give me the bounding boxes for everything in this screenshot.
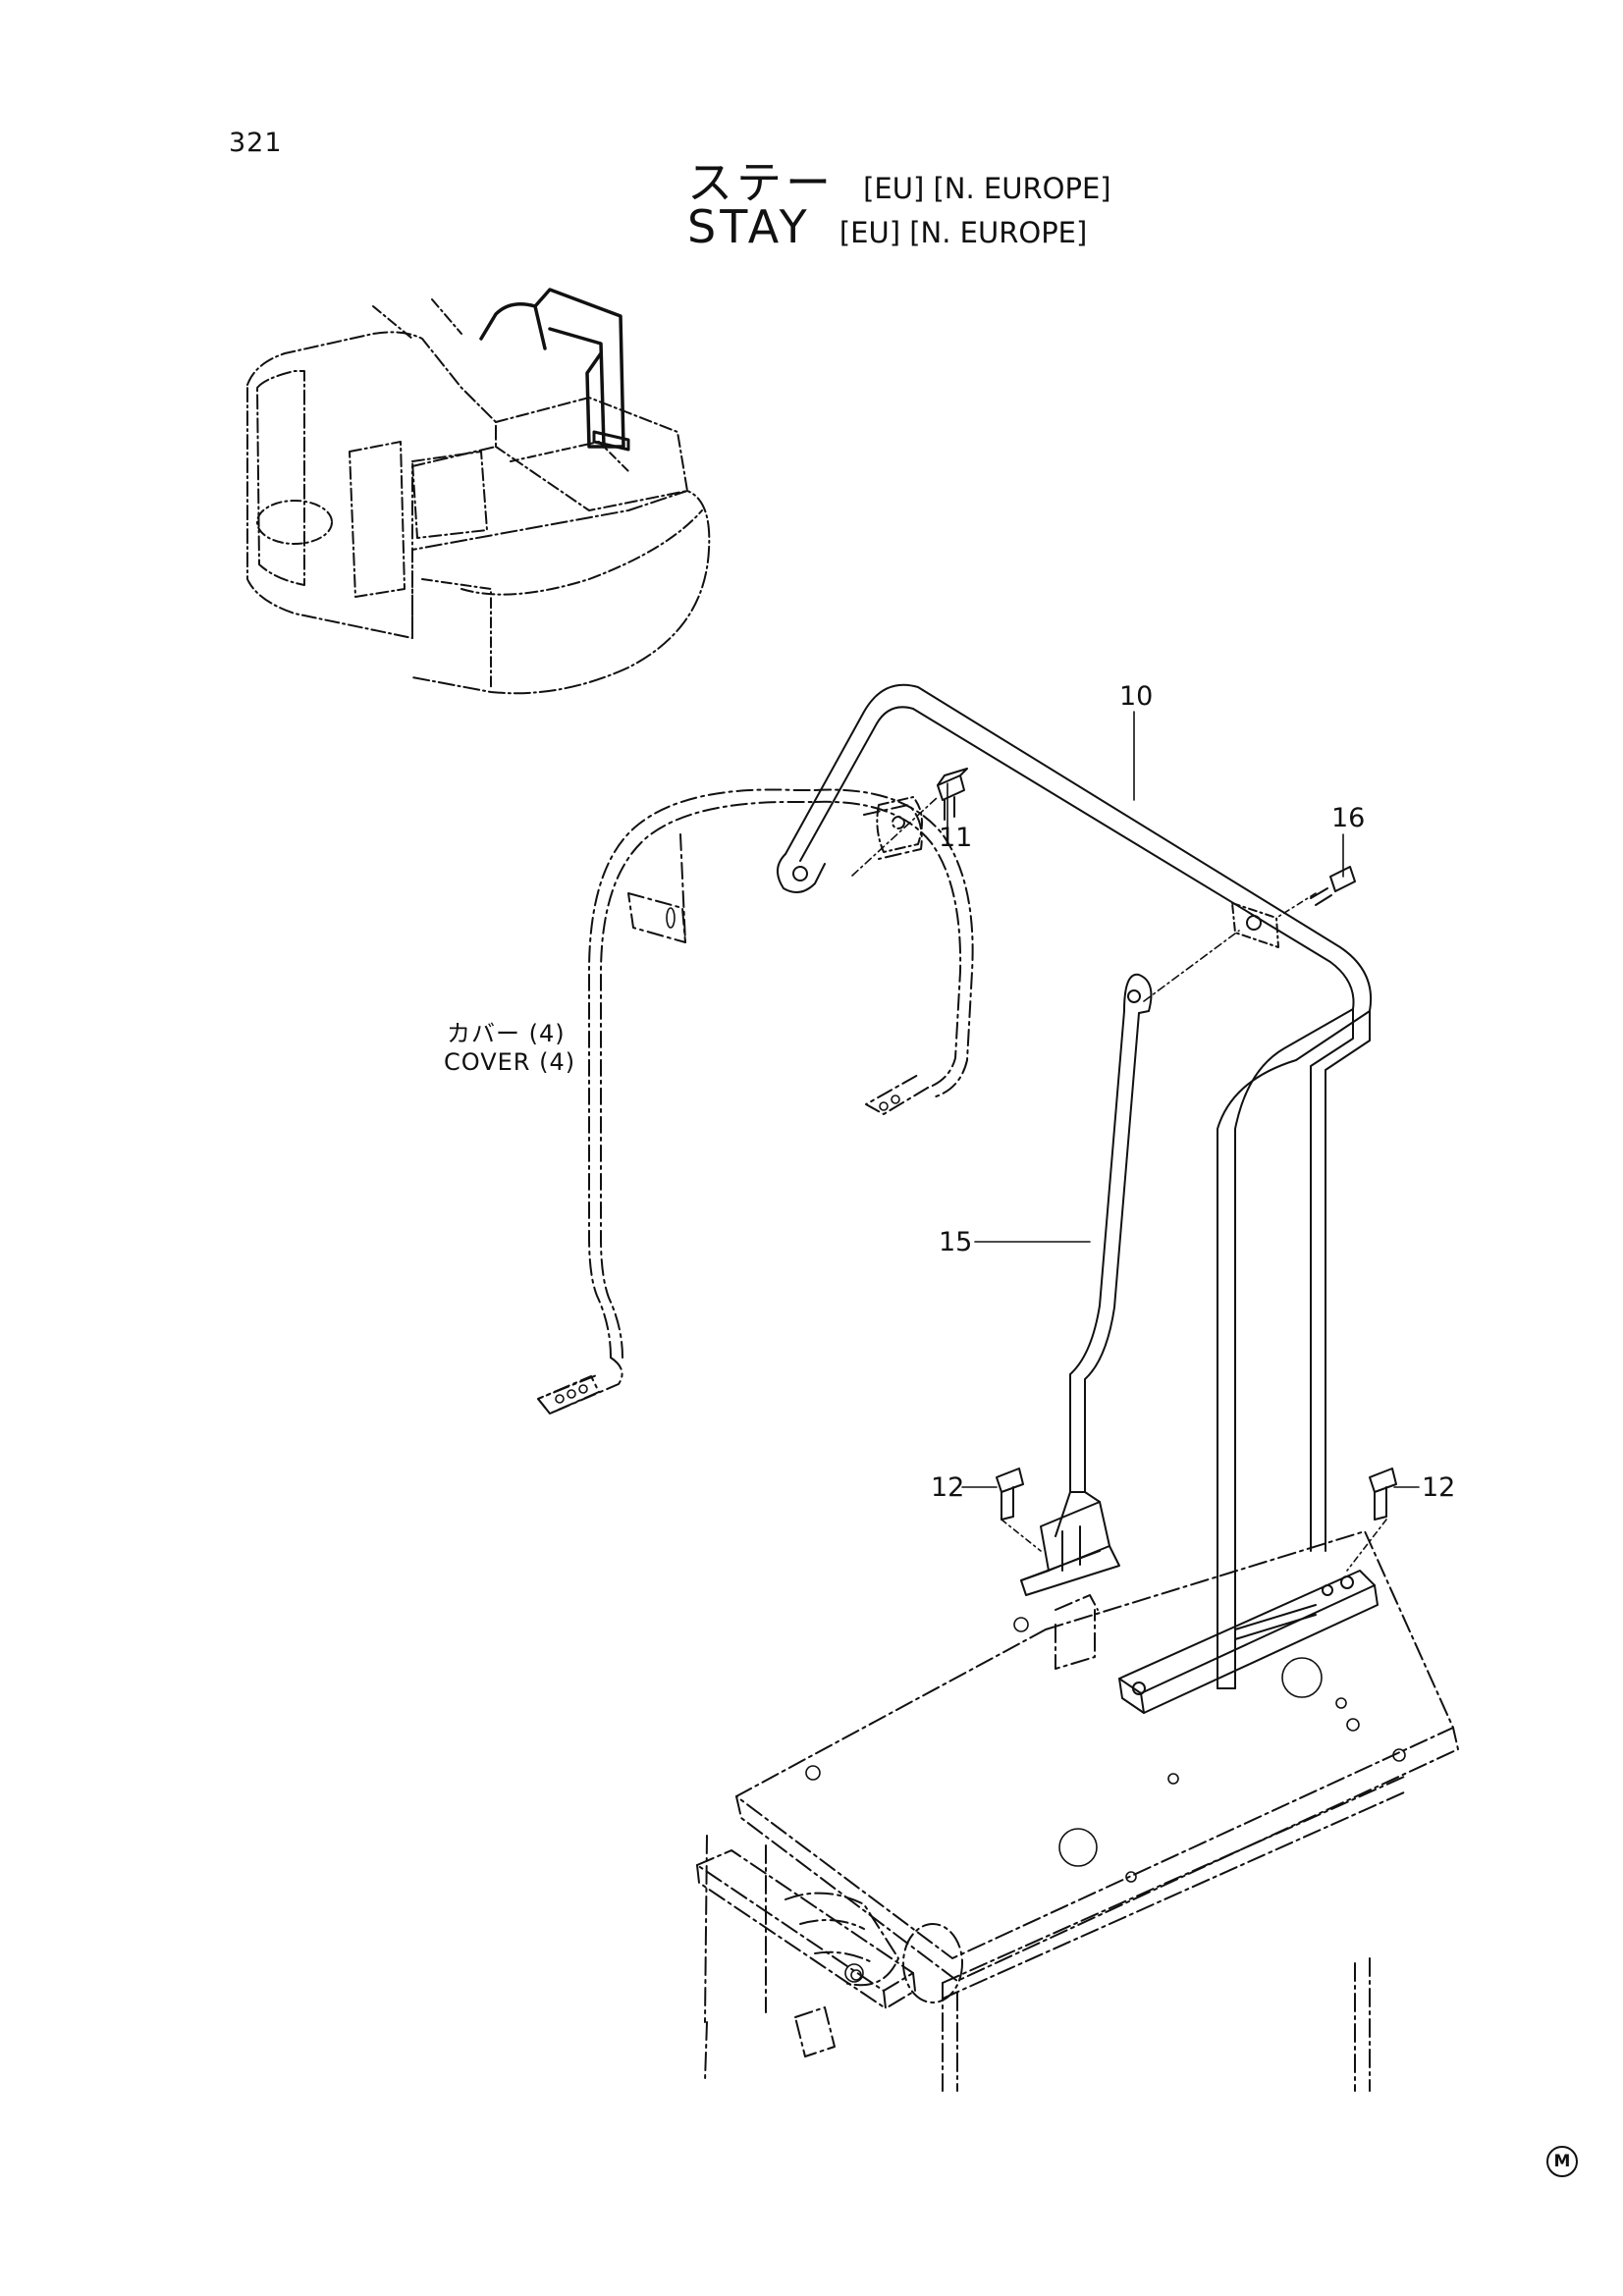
- bolt-16: [1310, 866, 1356, 906]
- platform-holes: [805, 1617, 1406, 1983]
- callout-12-left: 12: [931, 1472, 965, 1503]
- cover-label-en: COVER (4): [444, 1048, 576, 1076]
- cover-label-jp: カバー (4): [447, 1020, 566, 1047]
- title-english: STAY [EU] [N. EUROPE]: [687, 200, 1087, 253]
- callout-10: 10: [1119, 681, 1154, 712]
- mount-bracket-11: [876, 796, 923, 853]
- title-jp-main: ステー: [687, 156, 835, 209]
- leader-lines: [851, 711, 1420, 1572]
- title-en-region: [EU] [N. EUROPE]: [839, 216, 1088, 249]
- title-en-main: STAY: [687, 200, 811, 253]
- page-number: 321: [229, 128, 283, 158]
- bolt-12-left: [996, 1468, 1024, 1521]
- bolt-12-right: [1369, 1468, 1397, 1521]
- bolt-11: [937, 768, 968, 821]
- stay-tube-10: [777, 683, 1373, 1689]
- callout-12-right: 12: [1422, 1472, 1456, 1503]
- title-japanese: ステー [EU] [N. EUROPE]: [687, 147, 1111, 212]
- callout-11: 11: [939, 823, 973, 853]
- stay-tube-15: [1020, 973, 1153, 1596]
- stay-base-plate: [1118, 1570, 1379, 1714]
- callout-16: 16: [1331, 803, 1366, 833]
- cover-outline: [537, 788, 974, 1415]
- title-jp-region: [EU] [N. EUROPE]: [863, 172, 1111, 205]
- platform-base: [696, 1530, 1459, 2092]
- manufacturer-mark: M: [1546, 2146, 1578, 2177]
- callout-15: 15: [939, 1227, 973, 1257]
- excavator-inset: [246, 288, 711, 695]
- cover-fastener-holes: [555, 907, 900, 1404]
